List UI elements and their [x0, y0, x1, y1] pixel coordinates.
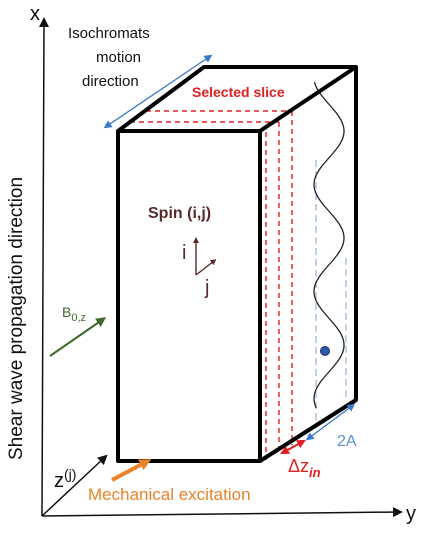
z-axis-line	[41, 454, 108, 517]
y-axis-line	[41, 507, 403, 518]
shear-wave	[313, 81, 347, 420]
box-top-face	[116, 65, 358, 133]
delta-main: Δz	[288, 456, 309, 476]
amplitude-arrow	[305, 403, 356, 441]
slice-thickness-label: Δzin	[288, 456, 321, 480]
coordinate-axes: x y z(j) Shear wave propagation directio…	[6, 3, 416, 525]
isochromats-annotation: Isochromats motion direction	[68, 25, 213, 129]
z-axis-superscript: (j)	[64, 466, 76, 482]
b0-arrow-icon	[49, 317, 107, 357]
b0-label: B0,z	[62, 304, 86, 324]
spin-label: Spin (i,j)	[148, 205, 211, 222]
box-front-face	[116, 129, 262, 463]
slice-thickness-arrow	[280, 439, 306, 455]
amplitude-label: 2A	[337, 433, 357, 450]
y-axis-label: y	[406, 503, 416, 525]
spin-axes-icon	[193, 237, 217, 276]
b0-subscript: 0,z	[71, 312, 86, 324]
isochromats-line-2: motion	[96, 49, 141, 66]
excitation-arrow	[111, 459, 152, 482]
x-axis-line	[38, 17, 49, 517]
z-axis-main: z	[54, 470, 64, 492]
isochromats-arrow	[103, 54, 213, 129]
b0-main: B	[62, 304, 71, 320]
excitation-label: Mechanical excitation	[88, 485, 251, 504]
propagation-label: Shear wave propagation direction	[6, 177, 27, 460]
selected-slice	[130, 110, 293, 460]
selected-slice-label: Selected slice	[192, 84, 285, 100]
isochromats-line-1: Isochromats	[68, 25, 150, 42]
isochromat-dot	[320, 346, 330, 356]
wave-curve	[313, 81, 345, 409]
z-axis-label: z(j)	[54, 466, 76, 492]
box-side-face	[258, 67, 358, 463]
tissue-box	[116, 65, 358, 463]
isochromats-line-3: direction	[82, 73, 139, 90]
spin-i-label: i	[182, 242, 186, 264]
x-axis-label: x	[30, 3, 40, 25]
spin-j-label: j	[204, 277, 209, 299]
delta-subscript: in	[309, 465, 321, 480]
